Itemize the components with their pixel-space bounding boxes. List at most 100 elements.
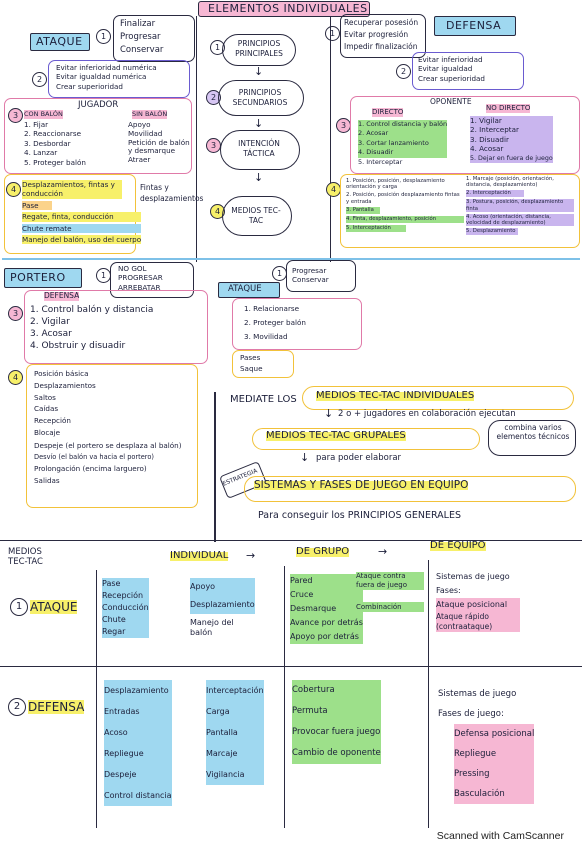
ataque-principios: Evitar inferioridad numérica Evitar igua… bbox=[56, 63, 157, 91]
principios-principales bbox=[222, 34, 296, 66]
no-directo-item: 4. Acosar bbox=[470, 144, 553, 154]
ind-item: Vigilancia bbox=[206, 764, 264, 785]
portero-medio-item: Salidas bbox=[34, 475, 60, 485]
tabla-defensa-ind-a: Desplazamiento Entradas Acoso Repliegue … bbox=[104, 680, 172, 806]
objetivo-item: Impedir finalización bbox=[344, 42, 418, 51]
con-balon-title: CON BALÓN bbox=[24, 110, 63, 119]
defensa-label: DEFENSA bbox=[446, 19, 502, 32]
con-balon-item: 3. Desbordar bbox=[24, 138, 71, 148]
objetivo-item: Evitar progresión bbox=[344, 30, 409, 39]
ataque-num1: 1 bbox=[96, 29, 111, 44]
principio-item: Crear superioridad bbox=[418, 73, 485, 83]
medio-item: Chute remate bbox=[22, 223, 142, 234]
no-directo-item: 2. Interceptar bbox=[470, 125, 553, 135]
equipo-item: Fases de juego: bbox=[438, 709, 504, 719]
defensa-num4: 4 bbox=[326, 182, 341, 197]
ind-item: Despeje bbox=[104, 764, 172, 785]
grupo-item: Avance por detrás bbox=[290, 616, 363, 630]
col-arrow-1: → bbox=[246, 549, 256, 562]
grupo-item: Combinación bbox=[356, 602, 424, 612]
directo-list: 1. Control distancia y balón 2. Acosar 3… bbox=[358, 120, 448, 167]
ataque-num2: 2 bbox=[32, 72, 47, 87]
ind-item: Desplazamiento bbox=[104, 680, 172, 701]
portero-medio-item: Saltos bbox=[34, 392, 56, 402]
col-equipo: DE EQUIPO bbox=[430, 540, 486, 551]
medios-sin-balon: Fintas y desplazamientos bbox=[140, 183, 204, 203]
defensa-item: 1. Control balón y distancia bbox=[30, 305, 154, 315]
ind-item: Pase bbox=[102, 578, 149, 590]
con-balon-item: 1. Fijar bbox=[24, 120, 49, 129]
page-title: ELEMENTOS INDIVIDUALES bbox=[208, 2, 368, 15]
obj-ataque-item: Conservar bbox=[292, 275, 329, 285]
portero-frame bbox=[2, 258, 580, 260]
portero-ataque: 1. Relacionarse 2. Proteger balón 3. Mov… bbox=[244, 302, 306, 344]
portero-n4: 4 bbox=[8, 370, 23, 385]
equipo-item: Fases: bbox=[436, 586, 461, 595]
arrow-down-1: ↓ bbox=[254, 65, 264, 78]
table-top-line bbox=[0, 540, 582, 542]
sin-balon-item: Petición de balón y desmarque bbox=[128, 137, 190, 155]
ataque-item: 3. Movilidad bbox=[244, 332, 288, 341]
medios-tectac bbox=[222, 196, 292, 236]
ind-item: Entradas bbox=[104, 701, 172, 722]
divider-right bbox=[330, 16, 332, 262]
portero-medio-item: Caídas bbox=[34, 404, 59, 414]
ind-item: Repliegue bbox=[104, 743, 172, 764]
objetivo-item: Recuperar posesión bbox=[344, 18, 419, 27]
flow-line6: Para conseguir los PRINCIPIOS GENERALES bbox=[258, 510, 462, 521]
ind-item: Acoso bbox=[104, 722, 172, 743]
flow-divider bbox=[214, 392, 216, 542]
defensa-item: 4. Obstruir y disuadir bbox=[30, 341, 126, 351]
medio-d-item: 3. Pantalla bbox=[346, 206, 380, 214]
medio-nd-item: 5. Desplazamiento bbox=[466, 228, 518, 236]
equipo-item: Sistemas de juego bbox=[438, 689, 517, 699]
defensa-objetivos-box bbox=[340, 14, 426, 58]
grupo-item: Provocar fuera juego bbox=[292, 722, 381, 743]
grupo-item: Pared bbox=[290, 574, 363, 588]
portero-medio-item: Desvío (el balón va hacia el portero) bbox=[34, 452, 154, 461]
medio-item: Regate, finta, conducción bbox=[22, 212, 142, 222]
defensa-num2: 2 bbox=[396, 64, 411, 79]
medio-nd-item: 4. Acoso (orientación, distancia, veloci… bbox=[466, 213, 574, 227]
medio-d-item: 4. Finta, desplazamiento, posición bbox=[346, 215, 464, 223]
sin-balon-item: Apoyo bbox=[128, 120, 151, 129]
principios-secundarios bbox=[218, 80, 304, 116]
defensa-num3: 3 bbox=[336, 118, 351, 133]
objetivo-item: Progresar bbox=[120, 32, 161, 42]
medio-nd-item: 2. Interceptación bbox=[466, 190, 524, 198]
con-balon-list: 1. Fijar 2. Reaccionarse 3. Desbordar 4.… bbox=[24, 120, 86, 167]
defensa-principios-box bbox=[412, 52, 524, 90]
flow-line3b: combina varios elementos técnicos bbox=[496, 423, 570, 441]
portero-n1: 1 bbox=[96, 268, 111, 283]
tabla-ataque-grupo-b: Ataque contra fuera de juego Combinación bbox=[356, 572, 424, 612]
principio-item: Evitar igualdad bbox=[418, 64, 473, 74]
ataque-jugador-box bbox=[4, 98, 192, 174]
ind-item: Control distancia bbox=[104, 785, 172, 806]
directo-item: 3. Cortar lanzamiento bbox=[358, 138, 448, 149]
centro-n3: 3 bbox=[206, 138, 221, 153]
title-highlight bbox=[198, 1, 370, 17]
ataque-item: 1. Relacionarse bbox=[244, 304, 300, 313]
flow-line1b-bg bbox=[302, 386, 574, 410]
ind-item: Apoyo bbox=[190, 578, 255, 596]
ind-item: Chute bbox=[102, 614, 149, 626]
ataque-label: ATAQUE bbox=[36, 35, 83, 48]
medio-item: Pase bbox=[22, 200, 52, 211]
portero-extra-box bbox=[232, 350, 294, 378]
defensa-item: 3. Acosar bbox=[30, 329, 72, 339]
medio-d-item: 2. Posición, posición desplazamiento fin… bbox=[346, 192, 460, 205]
ataque-objetivos: Finalizar Progresar Conservar bbox=[120, 18, 163, 57]
portero-defensa-box bbox=[24, 290, 208, 364]
grupo-item: Cruce bbox=[290, 588, 363, 602]
tabla-defensa-num: 2 bbox=[8, 698, 26, 716]
table-title: MEDIOS TEC-TAC bbox=[8, 547, 43, 567]
principios-secundarios-label: PRINCIPIOS SECUNDARIOS bbox=[232, 88, 288, 107]
sin-balon-list: Apoyo Movilidad Petición de balón y desm… bbox=[128, 120, 190, 164]
medio-item: Manejo del balón, uso del cuerpo bbox=[22, 235, 142, 245]
defensa-objetivos: Recuperar posesión Evitar progresión Imp… bbox=[344, 17, 418, 53]
ind-item: Recepción bbox=[102, 590, 149, 602]
flow-line2: 2 o + jugadores en colaboración ejecutan bbox=[338, 409, 516, 419]
portero-medio-item: Desplazamientos bbox=[34, 380, 96, 390]
portero-extra: Pases Saque bbox=[240, 352, 263, 374]
portero-defensa-title: DEFENSA bbox=[44, 291, 80, 301]
